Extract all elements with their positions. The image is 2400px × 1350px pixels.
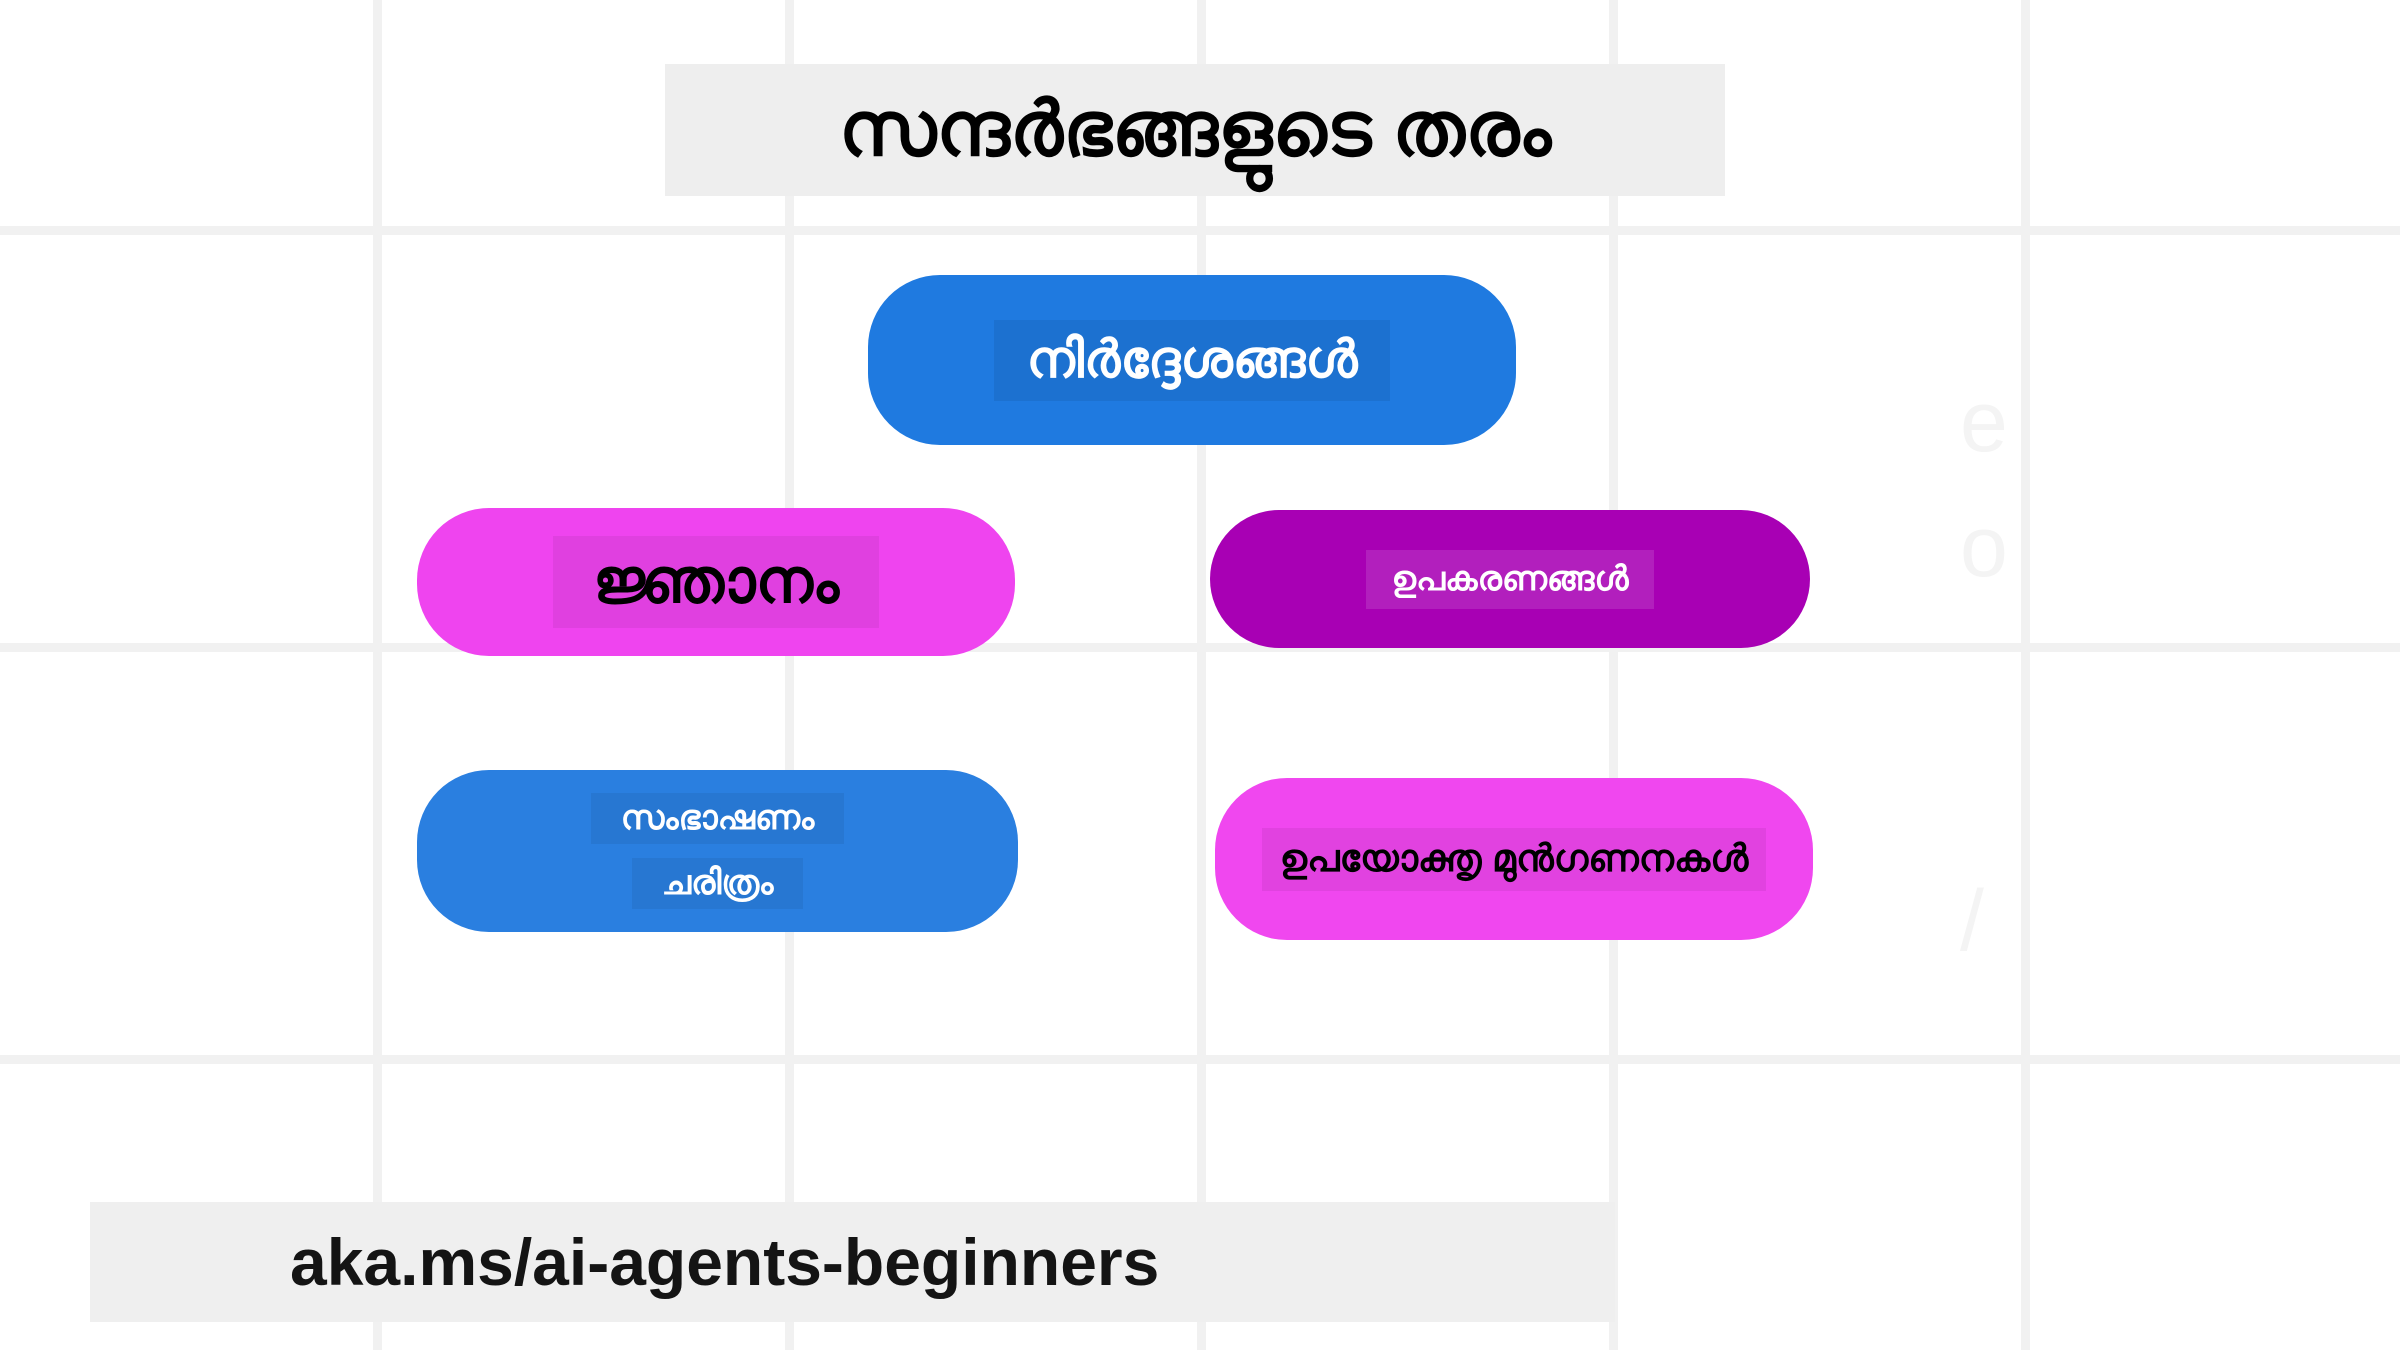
gridline-vertical — [373, 0, 382, 1350]
node-instructions[interactable]: നിർദ്ദേശങ്ങൾ — [868, 275, 1516, 445]
node-knowledge[interactable]: ജ്ഞാനം — [417, 508, 1015, 656]
gridline-vertical — [1197, 0, 1206, 1350]
gridline-horizontal — [0, 1055, 2400, 1064]
node-instructions-label: നിർദ്ദേശങ്ങൾ — [994, 319, 1390, 401]
footer-band: aka.ms/ai-agents-beginners — [90, 1202, 1615, 1322]
node-conversation-history[interactable]: സംഭാഷണം ചരിത്രം — [417, 770, 1018, 932]
node-conversation-history-label-line2: ചരിത്രം — [631, 858, 804, 909]
node-knowledge-label: ജ്ഞാനം — [553, 536, 879, 628]
footer-url[interactable]: aka.ms/ai-agents-beginners — [290, 1225, 1160, 1299]
node-tools[interactable]: ഉപകരണങ്ങൾ — [1210, 510, 1810, 648]
gridline-vertical — [1609, 0, 1618, 1350]
node-user-preferences-label: ഉപയോക്തൃ മുൻഗണനകൾ — [1261, 827, 1767, 891]
node-conversation-history-label-line1: സംഭാഷണം — [590, 793, 845, 844]
node-tools-label: ഉപകരണങ്ങൾ — [1365, 549, 1655, 609]
watermark-ghost-text: e o / — [1960, 374, 2010, 969]
page-title: സന്ദർഭങ്ങളുടെ തരം — [665, 64, 1725, 196]
page-title-text: സന്ദർഭങ്ങളുടെ തരം — [838, 86, 1552, 172]
gridline-vertical — [785, 0, 794, 1350]
node-user-preferences[interactable]: ഉപയോക്തൃ മുൻഗണനകൾ — [1215, 778, 1813, 940]
gridline-horizontal — [0, 226, 2400, 235]
